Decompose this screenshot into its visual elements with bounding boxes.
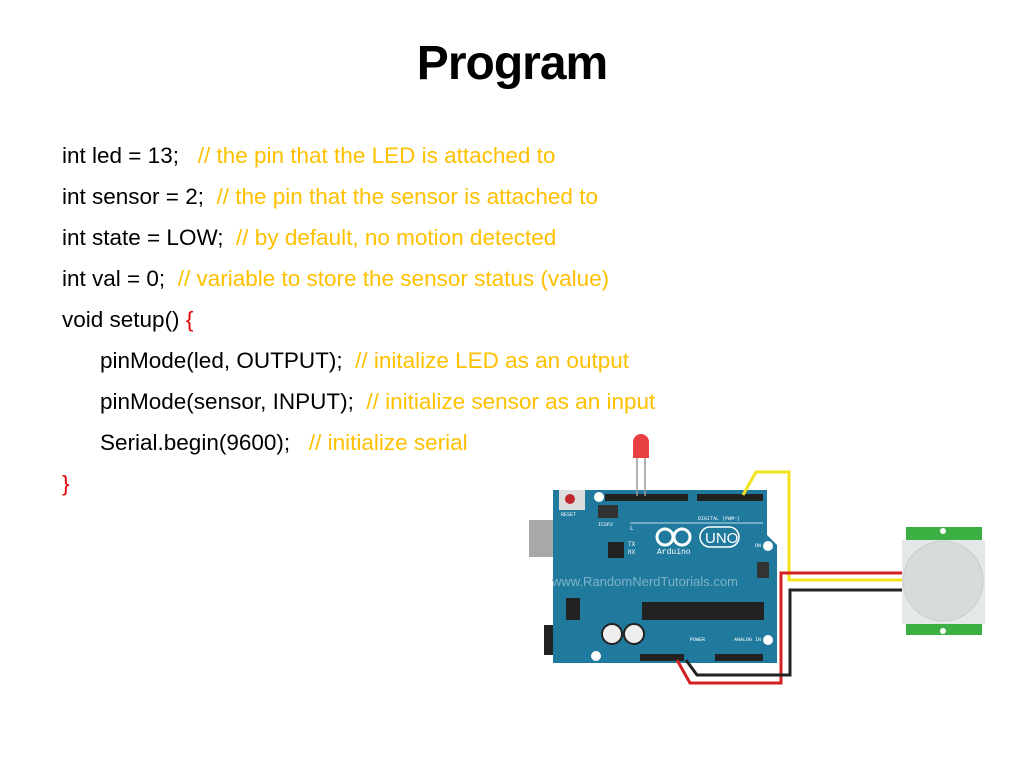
digital-label: DIGITAL (PWM~): [698, 516, 740, 522]
close-brace: }: [62, 471, 70, 496]
code-comment: // the pin that the LED is attached to: [197, 143, 556, 168]
code-line: pinMode(led, OUTPUT); // initalize LED a…: [62, 340, 655, 381]
code-comment: // the pin that the sensor is attached t…: [216, 184, 598, 209]
code-comment: // initalize LED as an output: [355, 348, 629, 373]
open-brace: {: [185, 307, 194, 332]
wire-black: [684, 588, 902, 677]
uno-label: UNO: [705, 530, 738, 547]
digital-header-left: [605, 494, 688, 501]
reset-button: [565, 494, 575, 504]
code-text: int val = 0;: [62, 266, 178, 291]
code-comment: // initialize sensor as an input: [366, 389, 656, 414]
code-text: void setup(): [62, 307, 186, 332]
wire-red: [675, 571, 902, 685]
code-text: int sensor = 2;: [62, 184, 217, 209]
icsp-label: ICSP2: [598, 522, 613, 528]
code-block: int led = 13; // the pin that the LED is…: [62, 135, 655, 504]
power-header: [640, 654, 684, 661]
led-icon: [633, 434, 649, 496]
on-label: ON: [755, 543, 761, 549]
code-text: int led = 13;: [62, 143, 198, 168]
code-line: int state = LOW; // by default, no motio…: [62, 217, 655, 258]
pir-sensor: [902, 527, 985, 635]
slide-title: Program: [416, 37, 608, 90]
wire-yellow: [741, 470, 902, 582]
code-line: int led = 13; // the pin that the LED is…: [62, 135, 655, 176]
code-comment: // variable to store the sensor status (…: [177, 266, 610, 291]
code-line: int sensor = 2; // the pin that the sens…: [62, 176, 655, 217]
code-line: void setup() {: [62, 299, 655, 340]
code-text: pinMode(led, OUTPUT);: [100, 348, 356, 373]
digital-header-right: [697, 494, 763, 501]
code-line: pinMode(sensor, INPUT); // initialize se…: [62, 381, 655, 422]
reset-label: RESET: [561, 512, 576, 518]
code-line: Serial.begin(9600); // initialize serial: [62, 422, 655, 463]
code-text: int state = LOW;: [62, 225, 237, 250]
rx-label: RX: [628, 549, 636, 556]
code-text: Serial.begin(9600);: [100, 430, 309, 455]
code-line: }: [62, 463, 655, 504]
arduino-logo-icon: [655, 527, 692, 547]
analog-label: ANALOG IN: [734, 637, 761, 643]
code-comment: // initialize serial: [308, 430, 468, 455]
analog-header: [715, 654, 763, 661]
watermark: www.RandomNerdTutorials.com: [551, 574, 738, 589]
tx-label: TX: [628, 541, 636, 548]
code-line: int val = 0; // variable to store the se…: [62, 258, 655, 299]
arduino-label: Arduino: [657, 548, 691, 557]
l-label: L: [630, 525, 634, 532]
code-comment: // by default, no motion detected: [236, 225, 557, 250]
code-text: pinMode(sensor, INPUT);: [100, 389, 367, 414]
microcontroller-chip: [642, 602, 764, 620]
power-label: POWER: [690, 637, 705, 643]
